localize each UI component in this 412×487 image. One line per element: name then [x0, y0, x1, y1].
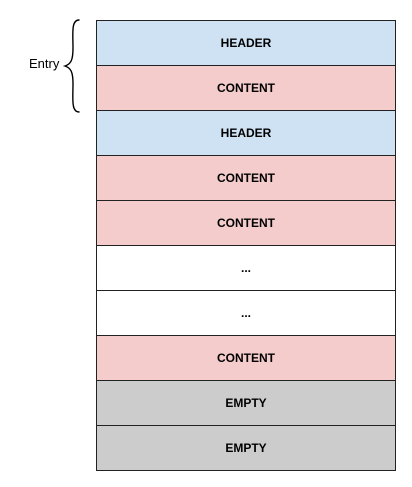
- curly-brace-icon: [62, 19, 80, 113]
- stack-block-content: CONTENT: [97, 336, 395, 381]
- block-label: CONTENT: [217, 81, 275, 95]
- block-label: HEADER: [220, 36, 272, 50]
- block-label: EMPTY: [225, 441, 267, 455]
- block-label: ...: [240, 261, 251, 275]
- block-stack: HEADER CONTENT HEADER CONTENT CONTENT ..…: [96, 20, 396, 471]
- block-label: CONTENT: [217, 216, 275, 230]
- block-label: CONTENT: [217, 171, 275, 185]
- block-label: EMPTY: [225, 396, 267, 410]
- block-label: HEADER: [220, 126, 272, 140]
- stack-block-content: CONTENT: [97, 66, 395, 111]
- stack-block-header: HEADER: [97, 111, 395, 156]
- block-label: ...: [240, 306, 251, 320]
- block-label: CONTENT: [217, 351, 275, 365]
- entry-label: Entry: [29, 56, 60, 71]
- stack-block-content: CONTENT: [97, 156, 395, 201]
- stack-block-content: CONTENT: [97, 201, 395, 246]
- stack-block-header: HEADER: [97, 21, 395, 66]
- stack-block-empty: EMPTY: [97, 426, 395, 471]
- stack-block-ellipsis: ...: [97, 291, 395, 336]
- stack-block-ellipsis: ...: [97, 246, 395, 291]
- stack-block-empty: EMPTY: [97, 381, 395, 426]
